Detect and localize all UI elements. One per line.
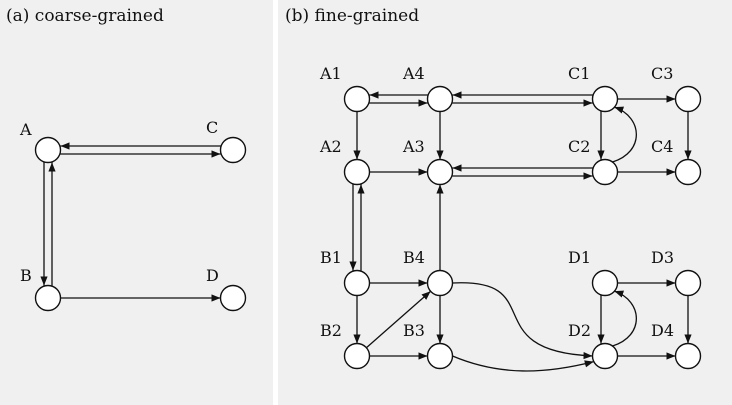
coarse-node-d <box>219 284 247 312</box>
coarse-node-label-c: C <box>206 118 218 137</box>
fine-node-label-b3: B3 <box>403 321 425 340</box>
fine-node-d1 <box>591 269 619 297</box>
fine-node-label-c2: C2 <box>568 137 590 156</box>
fine-node-b3 <box>426 342 454 370</box>
fine-edge-c2-to-c1 <box>612 106 638 163</box>
fine-node-a4 <box>426 85 454 113</box>
fine-node-label-a2: A2 <box>319 137 342 156</box>
fine-node-c3 <box>674 85 702 113</box>
fine-node-label-c4: C4 <box>651 137 673 156</box>
fine-node-label-b1: B1 <box>320 248 342 267</box>
fine-panel-title: (b) fine-grained <box>285 6 419 26</box>
coarse-panel-bg <box>0 0 273 405</box>
fine-node-c1 <box>591 85 619 113</box>
fine-node-a3 <box>426 158 454 186</box>
edges-layer <box>40 91 692 372</box>
fine-node-label-a3: A3 <box>402 137 425 156</box>
fine-node-label-d1: D1 <box>568 248 591 267</box>
fine-node-label-d4: D4 <box>651 321 674 340</box>
fine-node-label-c3: C3 <box>651 64 673 83</box>
fine-edge-b3-to-d2 <box>452 355 594 372</box>
fine-node-label-d3: D3 <box>651 248 674 267</box>
fine-node-b1 <box>343 269 371 297</box>
fine-panel-bg <box>278 0 732 405</box>
fine-node-label-b4: B4 <box>403 248 425 267</box>
fine-edge-b2-to-b4 <box>365 290 432 349</box>
fine-node-d2 <box>591 342 619 370</box>
coarse-node-a <box>34 136 62 164</box>
coarse-node-label-d: D <box>206 266 219 285</box>
fine-node-a2 <box>343 158 371 186</box>
fine-node-a1 <box>343 85 371 113</box>
coarse-node-c <box>219 136 247 164</box>
fine-node-d3 <box>674 269 702 297</box>
fine-node-label-a1: A1 <box>319 64 342 83</box>
coarse-node-label-a: A <box>19 120 32 139</box>
fine-node-c4 <box>674 158 702 186</box>
coarse-node-b <box>34 284 62 312</box>
coarse-node-label-b: B <box>20 266 32 285</box>
fine-node-label-d2: D2 <box>568 321 591 340</box>
fine-node-label-b2: B2 <box>320 321 342 340</box>
coarse-panel-title: (a) coarse-grained <box>6 6 164 26</box>
fine-edge-b4-to-d2 <box>452 282 593 360</box>
fine-node-label-c1: C1 <box>568 64 590 83</box>
fine-edge-d2-to-d1 <box>612 290 638 347</box>
fine-node-b4 <box>426 269 454 297</box>
fine-node-c2 <box>591 158 619 186</box>
fine-node-b2 <box>343 342 371 370</box>
fine-node-d4 <box>674 342 702 370</box>
fine-node-label-a4: A4 <box>402 64 425 83</box>
